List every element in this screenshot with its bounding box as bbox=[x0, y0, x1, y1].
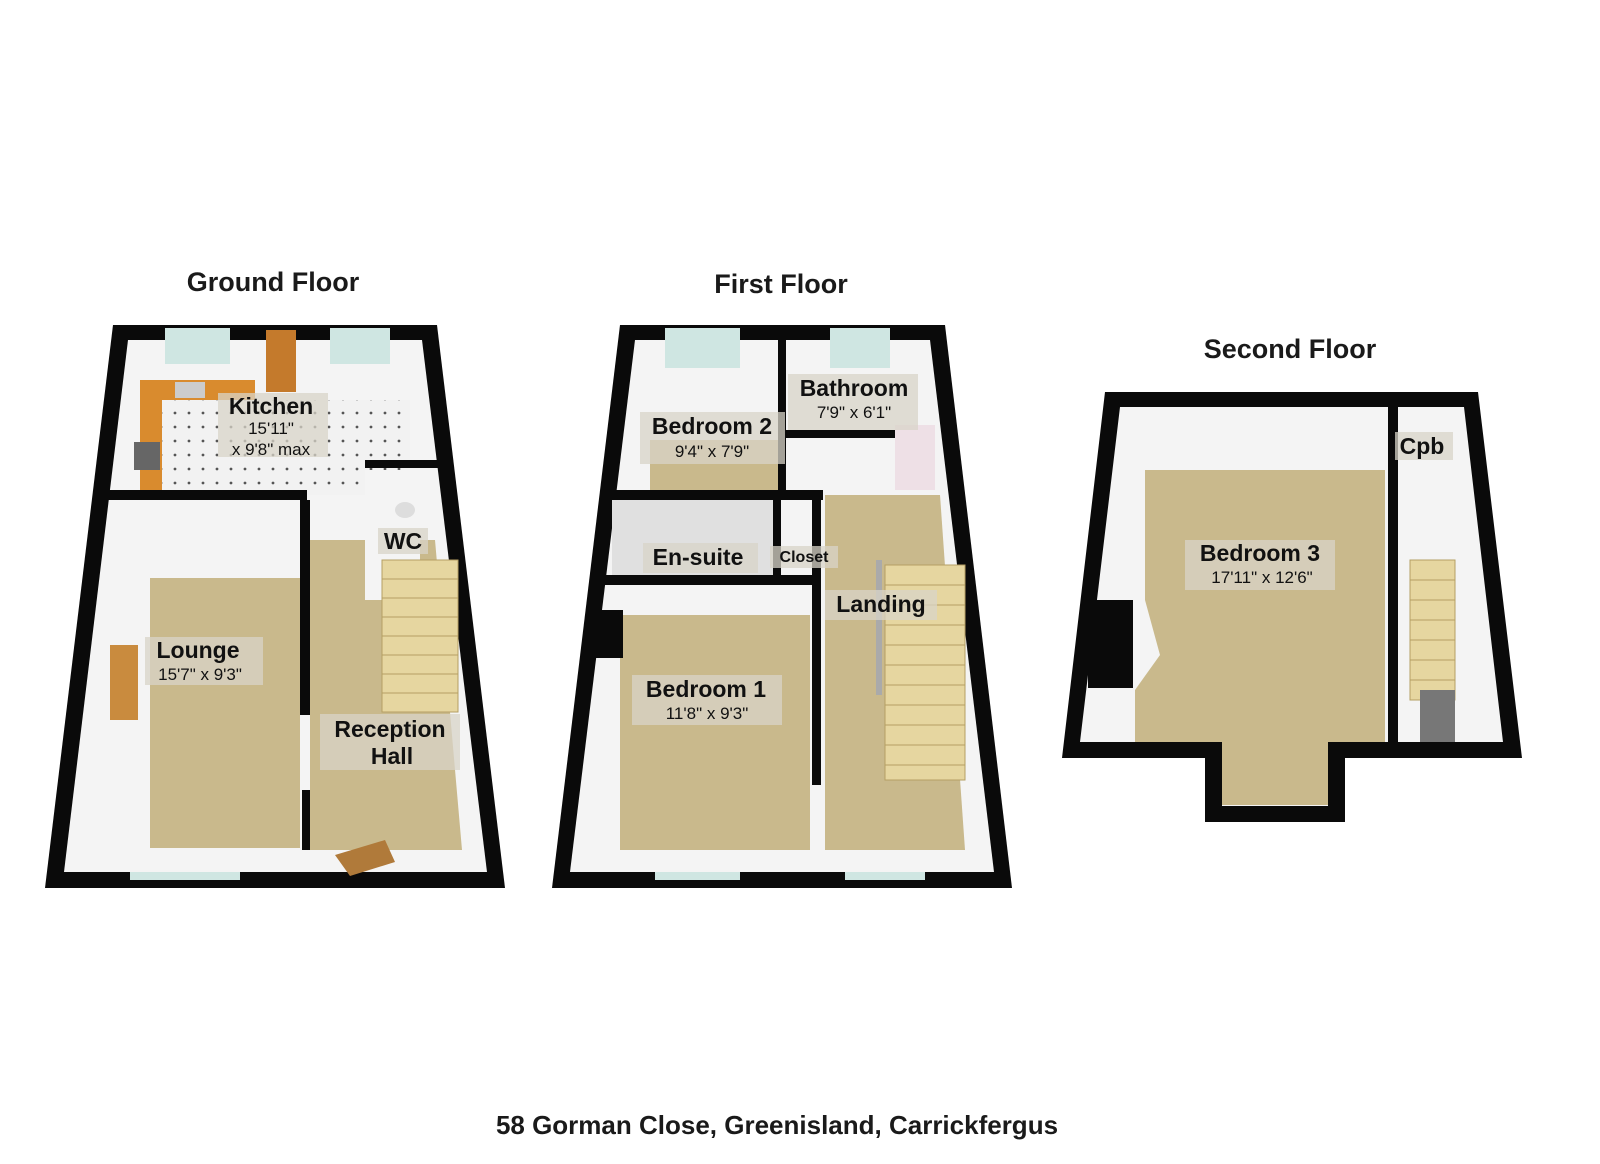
bedroom2-dim: 9'4" x 7'9" bbox=[675, 442, 749, 461]
second-floor-plan: Second Floor Bedroom 3 17'11" x 12'6" Cp… bbox=[1062, 334, 1522, 822]
bedroom1-name: Bedroom 1 bbox=[646, 676, 766, 702]
kitchen-back-door bbox=[266, 330, 296, 392]
bedroom1-dim: 11'8" x 9'3" bbox=[666, 704, 749, 723]
ground-stairs bbox=[381, 559, 459, 713]
bathroom-window bbox=[830, 328, 890, 368]
closet-label: Closet bbox=[770, 546, 838, 568]
bathroom-dim: 7'9" x 6'1" bbox=[817, 403, 891, 422]
bathroom-door bbox=[895, 425, 935, 490]
bedroom3-label: Bedroom 3 17'11" x 12'6" bbox=[1185, 540, 1335, 590]
ground-floor-plan: Ground Floor bbox=[45, 267, 505, 888]
kitchen-window-left bbox=[165, 328, 230, 364]
kitchen-window-right bbox=[330, 328, 390, 364]
first-floor-plan: First Floor bbox=[552, 269, 1012, 888]
first-floor-title: First Floor bbox=[714, 269, 848, 299]
bathroom-label: Bathroom 7'9" x 6'1" bbox=[788, 374, 918, 430]
bedroom2-label: Bedroom 2 9'4" x 7'9" bbox=[640, 412, 785, 464]
second-floor-stairs bbox=[1409, 559, 1456, 701]
wc-label: WC bbox=[378, 528, 428, 554]
sink-icon bbox=[175, 382, 205, 398]
kitchen-dim-length: 15'11" bbox=[248, 419, 294, 438]
bedroom1-label: Bedroom 1 11'8" x 9'3" bbox=[632, 675, 782, 725]
first-floor-stairs bbox=[884, 564, 966, 781]
lounge-name: Lounge bbox=[156, 637, 239, 663]
bedroom1-window bbox=[655, 872, 740, 880]
bedroom1-floor bbox=[620, 615, 810, 850]
bedroom1-landing-wall bbox=[812, 495, 821, 785]
kitchen-lounge-wall bbox=[95, 490, 307, 500]
kitchen-dim-width: x 9'8" max bbox=[232, 440, 311, 459]
banister bbox=[876, 560, 882, 695]
wc-basin-icon bbox=[395, 502, 415, 518]
hob-icon bbox=[134, 442, 160, 470]
bedroom2-name: Bedroom 2 bbox=[652, 413, 772, 439]
lounge-label: Lounge 15'7" x 9'3" bbox=[145, 637, 263, 685]
reception-hall-label: Reception Hall bbox=[320, 714, 460, 770]
kitchen-name: Kitchen bbox=[229, 393, 313, 419]
ensuite-name: En-suite bbox=[653, 544, 744, 570]
chimney-breast-second bbox=[1088, 600, 1133, 688]
lounge-window bbox=[130, 872, 240, 880]
second-floor-title: Second Floor bbox=[1204, 334, 1377, 364]
bedroom3-dim: 17'11" x 12'6" bbox=[1211, 568, 1312, 587]
bathroom-bottom-wall bbox=[785, 430, 935, 438]
bedroom2-ensuite-wall bbox=[605, 490, 823, 500]
closet-name: Closet bbox=[780, 549, 830, 566]
ground-floor-title: Ground Floor bbox=[187, 267, 360, 297]
landing-label: Landing bbox=[825, 590, 937, 620]
bathroom-name: Bathroom bbox=[800, 375, 909, 401]
kitchen-label: Kitchen 15'11" x 9'8" max bbox=[218, 393, 328, 459]
stairwell-shadow bbox=[1420, 690, 1455, 742]
landing-window bbox=[845, 872, 925, 880]
lounge-hall-wall-lower bbox=[302, 790, 310, 850]
fireplace bbox=[110, 645, 138, 720]
landing-name: Landing bbox=[836, 591, 925, 617]
lounge-floor bbox=[150, 578, 300, 848]
wc-name: WC bbox=[384, 528, 422, 554]
reception-hall-name-1: Reception bbox=[334, 716, 445, 742]
cpb-label: Cpb bbox=[1395, 432, 1453, 460]
bedroom2-window bbox=[665, 328, 740, 368]
lounge-dim: 15'7" x 9'3" bbox=[158, 665, 242, 684]
bedroom2-bathroom-wall bbox=[778, 330, 786, 490]
cpb-name: Cpb bbox=[1400, 433, 1445, 459]
ensuite-bedroom1-wall bbox=[605, 575, 820, 585]
front-door-mat bbox=[335, 840, 395, 876]
chimney-breast bbox=[595, 610, 623, 658]
cpb-wall bbox=[1388, 400, 1398, 745]
wc-top-wall bbox=[365, 460, 440, 468]
ensuite-closet-wall bbox=[773, 495, 781, 580]
bedroom3-name: Bedroom 3 bbox=[1200, 540, 1320, 566]
lounge-hall-wall bbox=[300, 500, 310, 715]
property-address: 58 Gorman Close, Greenisland, Carrickfer… bbox=[496, 1110, 1058, 1140]
reception-hall-name-2: Hall bbox=[371, 743, 413, 769]
ensuite-label: En-suite bbox=[643, 543, 758, 573]
